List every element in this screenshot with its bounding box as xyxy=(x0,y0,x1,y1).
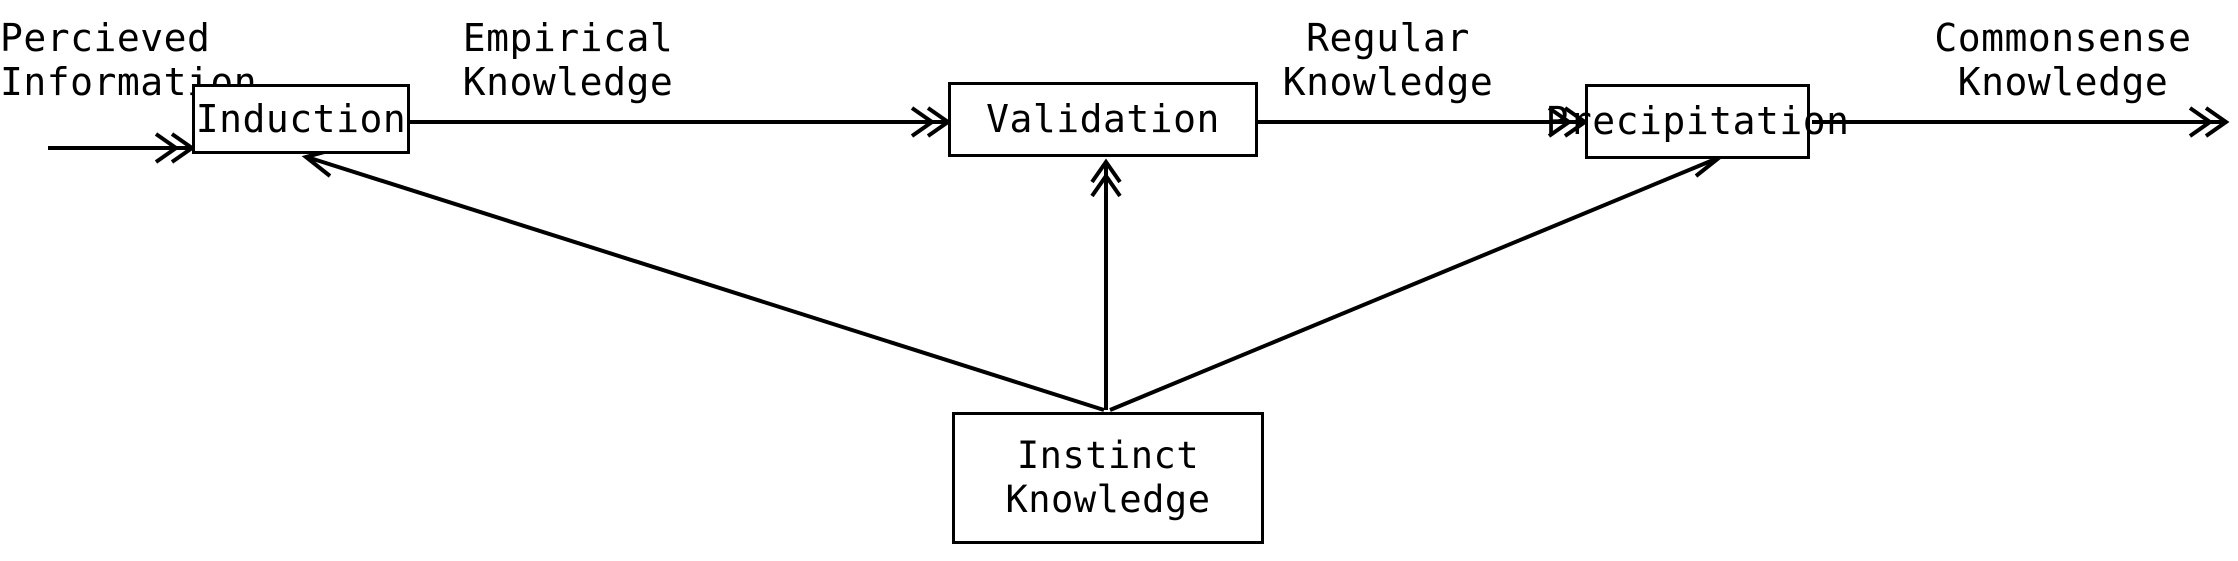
edge-label-line: Regular xyxy=(1306,16,1470,60)
node-label: Validation xyxy=(986,97,1220,142)
arrowhead-precipitation-to-output xyxy=(2188,106,2230,138)
edge-label-line: Empirical xyxy=(462,16,674,60)
edge-label-line: Commonsense xyxy=(1934,16,2192,60)
arrowhead-induction-to-validation xyxy=(910,106,952,138)
edge-label-percieved-information: Percieved Information xyxy=(0,16,258,105)
edge-label-empirical-knowledge: Empirical Knowledge xyxy=(438,16,698,104)
node-precipitation[interactable]: Precipitation xyxy=(1546,84,1849,159)
edge-instinct-to-induction xyxy=(309,156,1105,412)
node-label: Knowledge xyxy=(1005,478,1211,521)
edge-label-line: Knowledge xyxy=(1957,60,2169,105)
node-instinct-knowledge[interactable]: Instinct Knowledge xyxy=(952,412,1264,544)
node-label: Induction xyxy=(195,96,407,141)
node-label: Instinct xyxy=(1016,434,1200,478)
edge-label-line: Knowledge xyxy=(1282,60,1494,105)
edge-label-line: Information xyxy=(0,60,258,105)
edge-instinct-to-precipitation xyxy=(1109,156,1719,412)
arrowhead-input-to-induction xyxy=(154,132,196,164)
arrowhead-instinct-to-validation xyxy=(1090,158,1122,198)
node-induction[interactable]: Induction xyxy=(192,84,410,154)
node-validation[interactable]: Validation xyxy=(948,82,1258,157)
node-label: Precipitation xyxy=(1545,99,1850,144)
edge-label-commonsense-knowledge: Commonsense Knowledge xyxy=(1888,16,2238,104)
edge-label-line: Knowledge xyxy=(462,60,674,105)
edge-label-line: Percieved xyxy=(0,16,211,60)
edge-label-regular-knowledge: Regular Knowledge xyxy=(1268,16,1508,104)
